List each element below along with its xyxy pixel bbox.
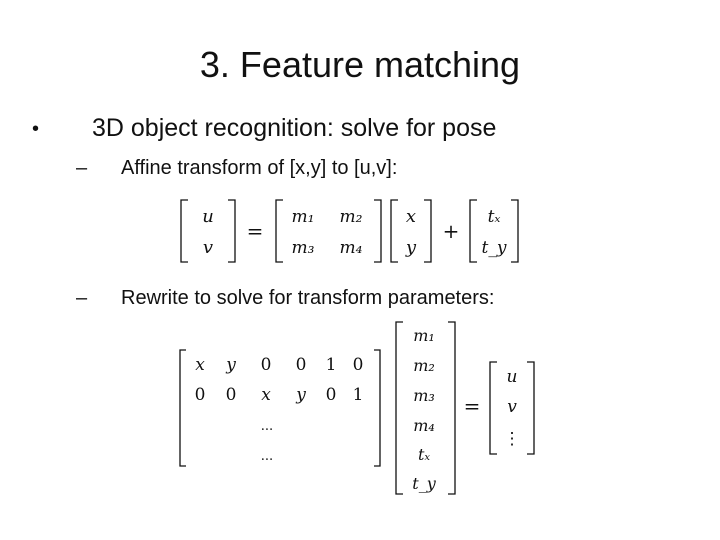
vec-y: y (405, 237, 417, 258)
a-r1-c6: 0 (353, 355, 364, 375)
lhs-v: v (203, 237, 213, 258)
affine-equation: u v = m₁ m₂ m₃ m₄ x y + tₓ t_y (180, 199, 519, 263)
a-r2-c3: x (261, 385, 271, 405)
a-r2-c4: y (295, 385, 306, 405)
m-12: m₂ (340, 207, 363, 227)
linear-system-equation: x y 0 0 1 0 0 0 x y 0 1 ... ... m₁ m₂ m₃… (179, 321, 535, 495)
a-r2-c1: 0 (195, 385, 206, 405)
a-ellipsis-1: ... (261, 419, 273, 434)
rhs-v: v (507, 397, 517, 417)
translation-vector: tₓ t_y (469, 199, 519, 263)
sub-bullet-dash-2: – (76, 287, 88, 309)
a-r2-c2: 0 (226, 385, 237, 405)
a-matrix: x y 0 0 1 0 0 0 x y 0 1 ... ... (179, 349, 381, 467)
equals-sign: = (247, 219, 264, 243)
t-x: tₓ (488, 207, 501, 227)
param-m4: m₄ (413, 416, 435, 435)
a-ellipsis-2: ... (261, 449, 273, 464)
m-matrix: m₁ m₂ m₃ m₄ (275, 199, 382, 263)
equals-sign-2: = (464, 394, 481, 418)
params-vector: m₁ m₂ m₃ m₄ tₓ t_y (395, 321, 456, 495)
a-r1-c1: x (195, 355, 205, 375)
param-tx: tₓ (418, 445, 430, 464)
sub-bullet-dash-1: – (76, 157, 88, 179)
t-y: t_y (482, 238, 507, 258)
lhs-vector: u v (180, 199, 236, 263)
m-11: m₁ (292, 207, 315, 227)
param-m2: m₂ (413, 356, 435, 375)
a-r1-c4: 0 (296, 355, 307, 375)
rhs-vdots: ⋮ (504, 429, 521, 449)
slide-title: 3. Feature matching (199, 44, 521, 85)
param-m3: m₃ (413, 386, 435, 405)
a-r1-c2: y (225, 355, 236, 375)
a-r1-c5: 1 (326, 355, 337, 375)
plus-sign: + (443, 219, 460, 243)
xy-vector: x y (390, 199, 432, 263)
param-m1: m₁ (413, 326, 435, 345)
m-22: m₄ (340, 238, 363, 258)
m-21: m₃ (292, 238, 315, 258)
vec-x: x (406, 206, 416, 227)
bullet-dot: • (32, 118, 40, 140)
a-r2-c6: 1 (353, 385, 364, 405)
bullet-text-object-recognition: 3D object recognition: solve for pose (92, 114, 497, 142)
lhs-u: u (202, 206, 214, 227)
param-ty: t_y (412, 474, 436, 493)
a-r1-c3: 0 (261, 355, 272, 375)
sub-bullet-rewrite: Rewrite to solve for transform parameter… (121, 287, 495, 309)
rhs-u: u (507, 367, 518, 387)
a-r2-c5: 0 (326, 385, 337, 405)
sub-bullet-affine: Affine transform of [x,y] to [u,v]: (121, 157, 398, 179)
rhs-vector: u v ⋮ (489, 361, 535, 455)
